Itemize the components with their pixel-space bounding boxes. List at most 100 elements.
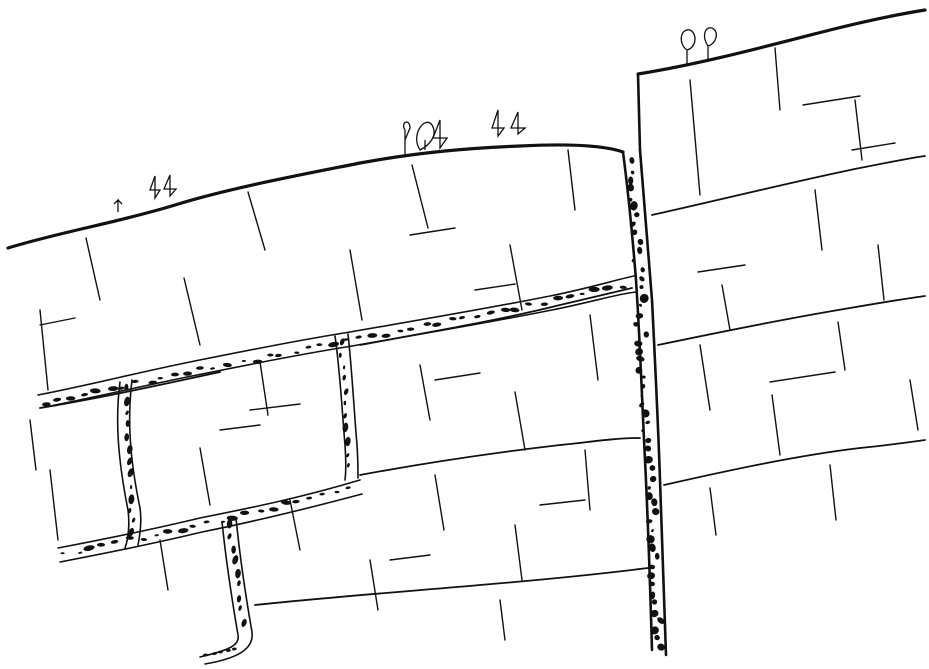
breccia-clast	[154, 534, 159, 537]
breccia-clast	[108, 386, 119, 391]
breccia-clast	[240, 618, 247, 628]
breccia-clast	[60, 552, 64, 554]
breccia-clast	[486, 310, 495, 315]
breccia-clast	[638, 275, 645, 282]
breccia-clast	[292, 500, 300, 504]
breccia-clast	[342, 374, 347, 380]
breccia-clast	[178, 528, 189, 534]
breccia-clast	[130, 485, 132, 489]
breccia-clast	[110, 539, 118, 544]
breccia-clast	[231, 554, 239, 565]
breccia-clast	[474, 314, 481, 318]
breccia-clast	[565, 294, 574, 299]
breccia-clast	[355, 335, 362, 339]
breccia-clast	[316, 343, 322, 346]
breccia-clast	[269, 507, 279, 512]
breccia-clast	[509, 307, 519, 313]
breccia-clast	[397, 329, 403, 332]
breccia-clast	[634, 340, 643, 347]
breccia-clast	[81, 393, 88, 397]
breccia-clast	[158, 377, 163, 380]
breccia-clast	[235, 569, 242, 579]
breccia-clast	[649, 475, 658, 484]
breccia-clast	[131, 517, 136, 523]
breccia-clast	[651, 507, 661, 517]
breccia-clast	[637, 238, 644, 246]
breccia-clast	[638, 292, 650, 304]
breccia-clast	[525, 302, 532, 306]
breccia-clast	[635, 313, 643, 320]
breccia-clast	[643, 331, 649, 338]
breccia-clast	[125, 410, 130, 416]
breccia-clast	[381, 333, 390, 338]
breccia-clast	[645, 437, 652, 444]
breccia-clast	[78, 551, 83, 554]
breccia-clast	[163, 529, 173, 534]
breccia-clast	[90, 388, 101, 394]
breccia-clast	[423, 322, 431, 326]
breccia-clast	[652, 599, 657, 604]
breccia-clast	[553, 296, 563, 301]
breccia-clast	[645, 420, 651, 425]
breccia-clast	[629, 157, 635, 165]
breccia-clast	[294, 351, 299, 354]
breccia-clast	[459, 315, 466, 319]
breccia-clast	[267, 354, 273, 357]
breccia-clast	[651, 498, 658, 506]
breccia-clast	[306, 496, 312, 500]
breccia-clast	[240, 511, 249, 516]
breccia-clast	[639, 284, 644, 289]
breccia-clast	[367, 333, 377, 338]
breccia-clast	[83, 544, 95, 552]
breccia-clast	[238, 605, 243, 612]
breccia-clast	[648, 464, 656, 472]
fault-scarp	[638, 74, 640, 150]
breccia-clast	[343, 365, 346, 369]
bedding-planes-right	[652, 156, 925, 485]
breccia-clast	[651, 529, 655, 533]
breccia-clast	[346, 463, 350, 468]
ground-surface-left	[8, 145, 623, 248]
breccia-clast	[646, 571, 656, 580]
breccia-clast	[449, 317, 457, 321]
breccia-clast	[432, 322, 442, 327]
breccia-clast	[210, 367, 215, 370]
breccia-clast	[97, 543, 105, 547]
breccia-clast	[602, 285, 614, 292]
breccia-clast	[647, 486, 651, 491]
breccia-clast	[223, 362, 232, 367]
breccia-clast	[53, 397, 62, 402]
breccia-clast	[227, 533, 233, 540]
breccia-clast	[580, 293, 585, 295]
breccia-clast	[171, 373, 179, 377]
breccia-clast	[242, 360, 246, 362]
breccia-clast	[541, 302, 548, 306]
breccia-clast	[638, 303, 642, 307]
breccia-clast	[645, 534, 655, 544]
breccia-clast	[319, 493, 325, 496]
breccia-clast	[339, 353, 342, 358]
breccia-clast	[628, 177, 633, 185]
fault-zone-right-wall	[640, 150, 666, 655]
breccia-clast	[275, 354, 282, 358]
breccia-clast	[189, 525, 196, 528]
breccia-clast	[635, 355, 645, 362]
breccia-clast	[328, 341, 340, 348]
breccia-clast	[203, 520, 209, 523]
breccia-clast	[654, 634, 661, 641]
breccia-clast	[345, 486, 351, 489]
breccia-clast	[637, 246, 643, 254]
breccia-clast	[258, 509, 265, 512]
breccia-clast	[343, 401, 346, 406]
breccia-clast	[589, 287, 600, 292]
breccia-clast	[128, 494, 135, 505]
joints	[30, 48, 918, 640]
bedding-dashes	[40, 96, 895, 560]
breccia-clast	[236, 595, 241, 603]
breccia-clast	[655, 553, 660, 560]
breccia-clast	[232, 647, 237, 651]
breccia-clast	[407, 327, 415, 331]
breccia-clast	[231, 545, 236, 553]
vein-network	[38, 276, 636, 664]
